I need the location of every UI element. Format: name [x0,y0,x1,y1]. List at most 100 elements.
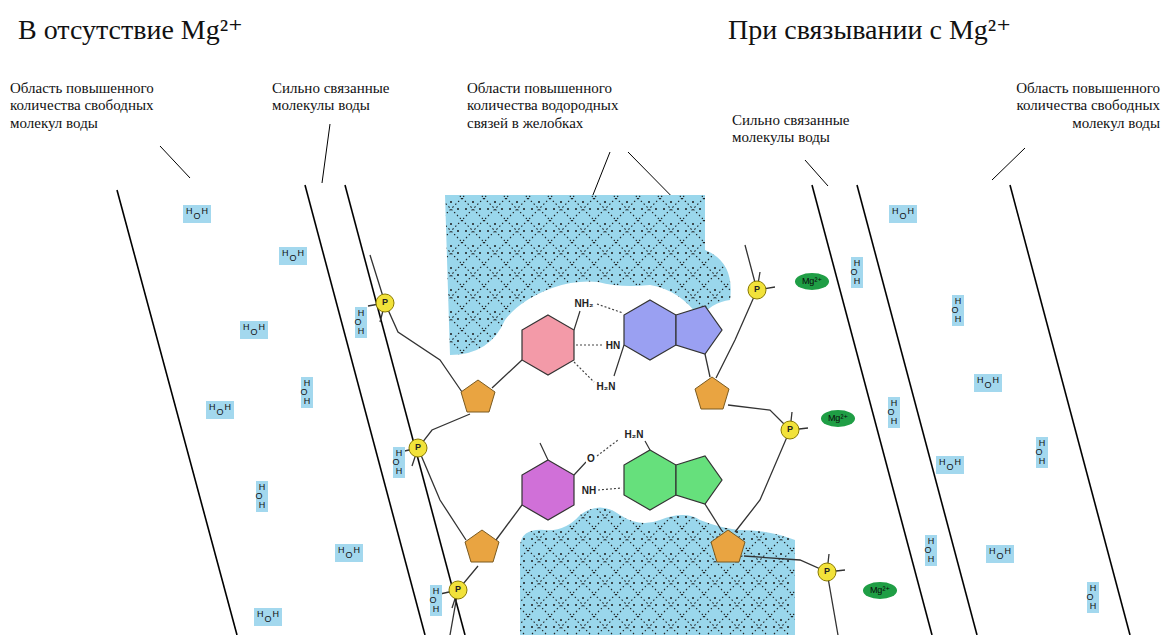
atom-symbol: H [298,249,305,258]
phosphate [781,421,799,439]
band-line [1010,185,1130,635]
phosphate [818,563,836,581]
hbond [576,344,602,345]
region-label: Сильно связанные молекулы воды [732,112,882,147]
phosphate [449,581,467,599]
backbone-bond [418,414,470,540]
atom-symbol: O [996,552,1003,561]
water-molecule: HOH [936,456,964,474]
atom-symbol: O [255,492,262,501]
sugar [461,380,495,412]
backbone-bond [370,255,462,392]
atom-symbol: H [891,399,898,408]
hbond [598,488,622,490]
atom-symbol: H [928,555,935,564]
panel-title: При связывании с Mg²⁺ [728,14,1088,46]
atom-symbol: H [282,249,289,258]
water-molecule: HOH [974,374,1002,392]
atom-symbol: H [908,207,915,216]
atom-symbol: O [924,546,931,555]
atom-symbol: O [1035,448,1042,457]
adenine-ring [624,450,676,510]
atom-symbol: H [304,379,311,388]
water-molecule: HOH [335,544,363,562]
band-line [812,185,932,635]
minor-groove-water [520,508,795,635]
phosphorus-label: P [785,425,795,435]
glycosidic-bond [705,354,710,377]
atom-symbol: H [358,327,365,336]
sugars [461,377,745,562]
atom-symbol: H [225,403,232,412]
atom-symbol: H [186,207,193,216]
groove-water-regions [445,195,795,635]
atom-symbol: O [354,318,361,327]
atom-symbol: O [264,615,271,624]
water-molecule: HOH [1087,582,1100,613]
water-molecule: HOH [889,205,917,223]
atom-symbol: H [854,259,861,268]
thymine [522,460,574,520]
leader-line [805,160,828,186]
atom-symbol: H [257,610,264,619]
atom-symbol: H [273,610,280,619]
atom-symbol: H [1090,602,1097,611]
magnesium-ion: Mg²⁺ [795,273,829,290]
atom-label: NH [581,485,597,496]
atom-symbol: H [939,458,946,467]
bases [522,300,722,520]
hbond [597,440,618,456]
adenine-ring [676,456,722,504]
water-molecule: HOH [952,295,965,326]
atom-symbol: O [289,254,296,263]
atom-symbol: H [202,207,209,216]
atom-symbol: O [984,381,991,390]
glycosidic-bond [705,504,722,531]
band-line [305,185,425,635]
backbone-bond [744,556,838,635]
water-molecule: HOH [240,321,268,339]
water-molecule: HOH [355,307,368,338]
glycosidic-bond [496,505,522,540]
water-molecule: HOH [279,247,307,265]
atom-symbol: O [850,268,857,277]
atom-symbol: O [193,212,200,221]
atom-symbol: H [259,501,266,510]
phosphorus-label: P [413,443,423,453]
cytosine [522,315,574,375]
atom-symbol: H [928,537,935,546]
atom-label: H₂N [624,429,645,440]
atom-symbol: H [358,309,365,318]
atom-symbol: H [396,467,403,476]
atom-symbol: H [1090,584,1097,593]
major-groove-water [445,195,731,355]
atom-symbol: H [259,483,266,492]
atom-symbol: O [887,408,894,417]
base-pair-hbonds [574,304,623,490]
water-molecule: HOH [301,377,314,408]
phosphorus-label: P [453,585,463,595]
phosphate [409,439,427,457]
atom-symbol: O [429,596,436,605]
guanine-ring [624,300,676,360]
atom-label: O [586,453,596,464]
atom-symbol: O [345,551,352,560]
atom-symbol: O [899,212,906,221]
sugar [695,377,729,409]
atom-symbol: H [1039,439,1046,448]
water-molecule: HOH [393,447,406,478]
atom-symbol: O [1086,593,1093,602]
water-molecule: HOH [256,481,269,512]
atom-symbol: H [891,417,898,426]
atom-symbol: H [955,458,962,467]
guanine-ring [676,306,722,354]
region-label: Сильно связанные молекулы воды [272,80,422,115]
region-label: Области повышенного количества водородны… [467,80,649,132]
sugar [465,530,499,562]
atom-symbol: H [209,403,216,412]
ion-label: Mg²⁺ [802,277,822,286]
phosphates [376,281,836,599]
water-molecule: HOH [206,401,234,419]
band-lines [117,185,1130,635]
